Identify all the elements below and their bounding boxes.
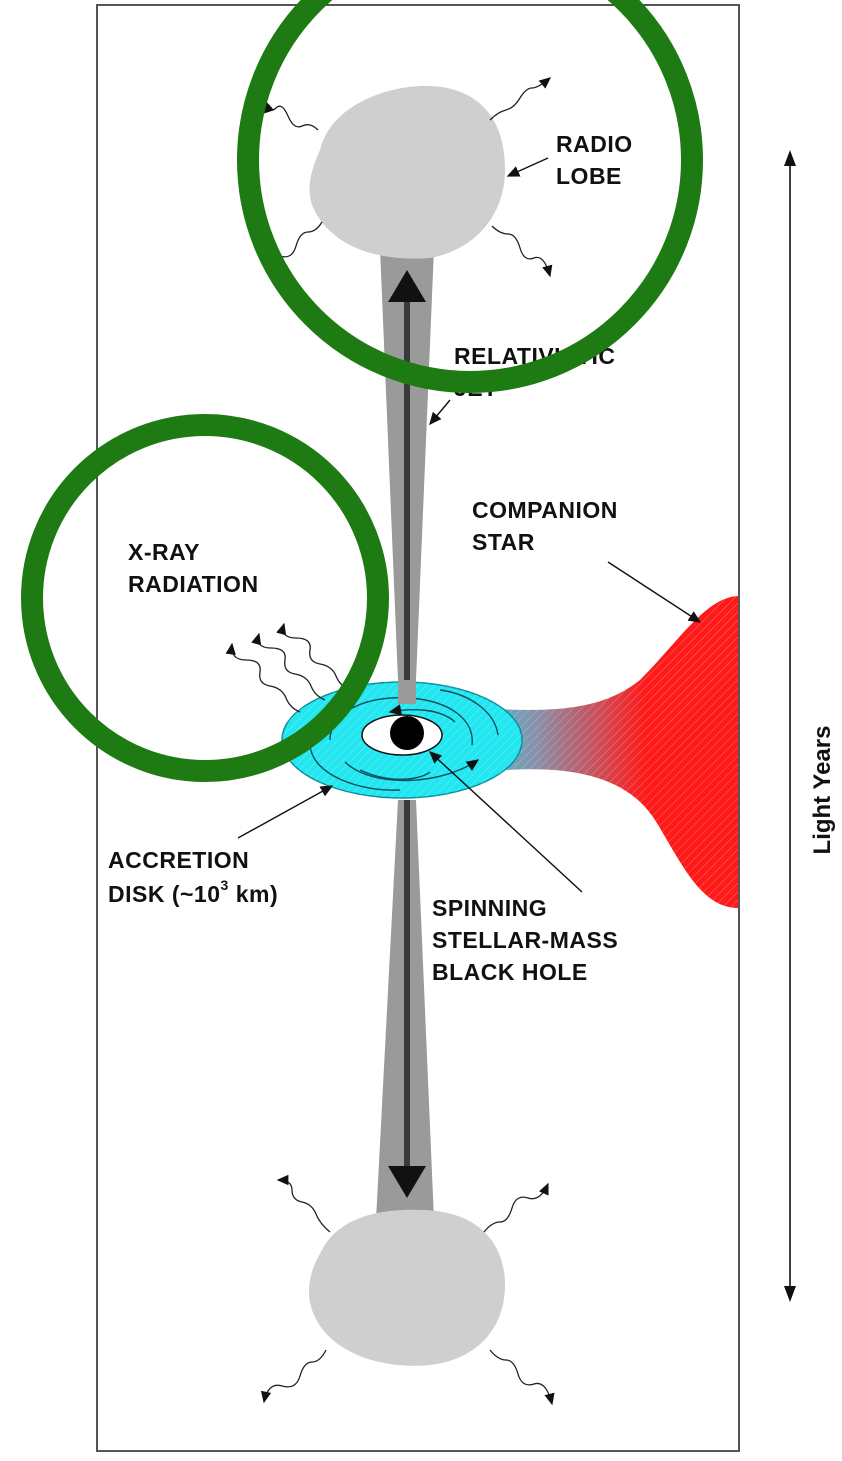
highlight-circle-x-ray: [21, 414, 389, 782]
label-light-years: Light Years: [809, 726, 836, 855]
label-radio-lobe-line1: RADIO: [556, 131, 633, 157]
label-companion-star-line1: COMPANION: [472, 497, 618, 523]
label-xray-line1: X-RAY: [128, 539, 200, 565]
label-accretion-line2: DISK (~103 km): [108, 877, 278, 907]
label-accretion-exponent: 3: [221, 877, 229, 893]
label-companion-star-line2: STAR: [472, 529, 535, 555]
scale-axis: [784, 150, 796, 1302]
highlight-circle-radio-lobe: [237, 0, 703, 393]
label-accretion-suffix: km): [229, 881, 278, 907]
radio-lobe-top: [309, 85, 505, 259]
radio-lobe-bottom: [308, 1209, 505, 1366]
label-radio-lobe-line2: LOBE: [556, 163, 622, 189]
label-pointers: [237, 157, 702, 893]
label-black-hole-line3: BLACK HOLE: [432, 959, 588, 985]
label-black-hole-line2: STELLAR-MASS: [432, 927, 618, 953]
black-hole: [390, 716, 424, 750]
x-ray-emission: [225, 622, 351, 713]
label-accretion-line1: ACCRETION: [108, 847, 249, 873]
jet-arrow-top-icon: [388, 270, 426, 302]
label-xray-line2: RADIATION: [128, 571, 259, 597]
label-accretion-prefix: DISK (~10: [108, 881, 221, 907]
jet-arrow-bottom-icon: [388, 1166, 426, 1198]
lobe-emission-bottom: [260, 1174, 555, 1406]
label-black-hole-line1: SPINNING: [432, 895, 547, 921]
